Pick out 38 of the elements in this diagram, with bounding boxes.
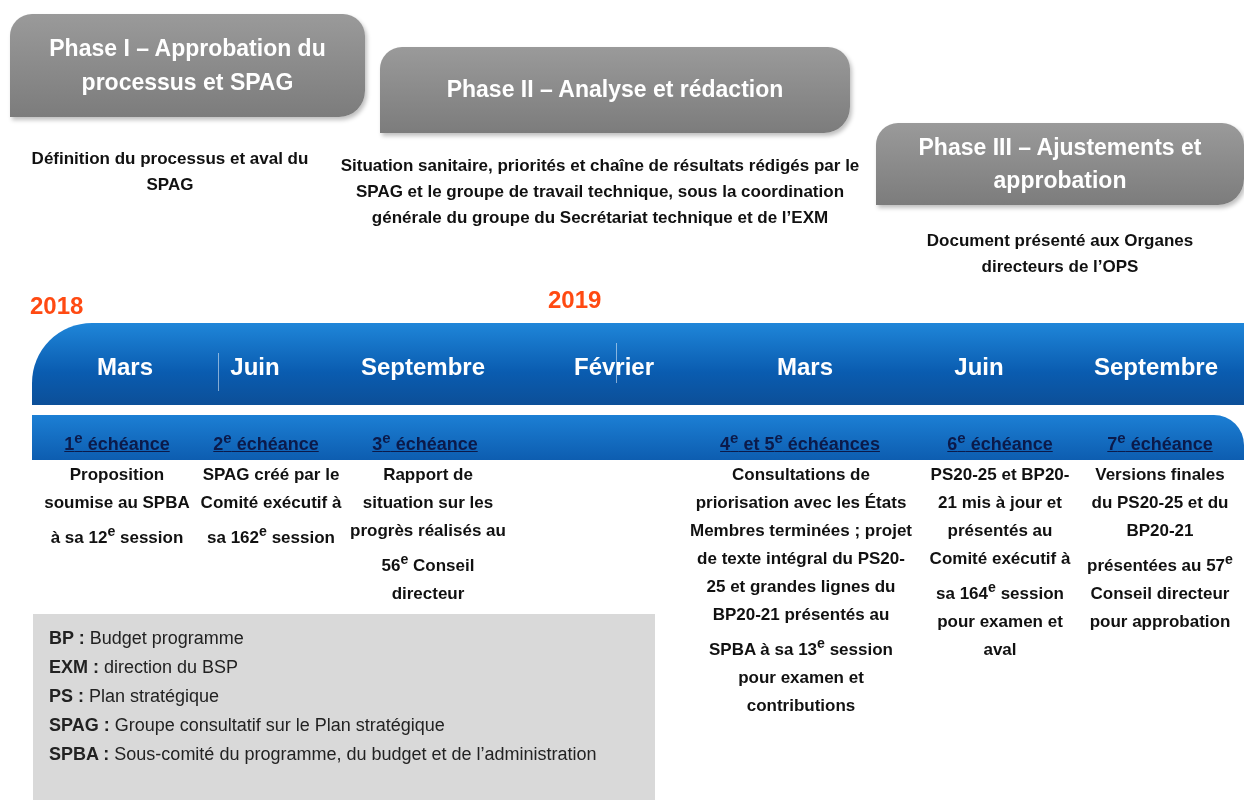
glossary-box xyxy=(33,614,655,800)
deadline-description: Consultations de priorisation avec les États Membres terminées ; projet de texte intégral du PS20-25 et grandes lignes du BP20-21 présentés au SPBA à sa 13$^{e}$ session pour examen et contributions xyxy=(689,464,913,717)
deadline-heading: 1$^{e}$ échéance xyxy=(64,429,170,455)
deadline-heading: 4$^{e}$ et 5$^{e}$ échéances xyxy=(720,429,880,455)
phase-tab xyxy=(876,123,1244,205)
month-label: Septembre xyxy=(1094,353,1218,381)
deadline-heading: 7$^{e}$ échéance xyxy=(1107,429,1213,455)
timeline-band xyxy=(32,323,1244,405)
month-label: Mars xyxy=(97,353,153,381)
deadline-description: Versions finales du PS20-25 et du BP20-21 présentées au 57$^{e}$ Conseil directeur pour approbation xyxy=(1086,464,1234,633)
deadline-description: Rapport de situation sur les progrès réalisés au 56$^{e}$ Conseil directeur xyxy=(349,464,507,605)
phase-title: Phase II – Analyse et rédaction xyxy=(446,75,784,105)
year-label: 2019 xyxy=(548,286,602,314)
month-label: Mars xyxy=(777,353,833,381)
deadline-heading: 6$^{e}$ échéance xyxy=(947,429,1053,455)
glossary-entry: SPAG : Groupe consultatif sur le Plan stratégique xyxy=(49,714,446,737)
deadline-description: Proposition soumise au SPBA à sa 12$^{e}$ session xyxy=(43,464,191,549)
phase-description: Situation sanitaire, priorités et chaîne de résultats rédigés par le SPAG et le groupe de travail technique, sous la coordination générale du groupe du Secrétariat technique et de l’EXM xyxy=(340,155,860,229)
phase-description: Document présenté aux Organes directeurs de l’OPS xyxy=(925,230,1195,278)
phase-title: Phase I – Approbation du processus et SPAG xyxy=(48,34,327,97)
glossary-entry: PS : Plan stratégique xyxy=(49,685,221,708)
month-label: Juin xyxy=(230,353,280,381)
glossary-entry: BP : Budget programme xyxy=(49,627,245,650)
year-label: 2018 xyxy=(30,292,84,320)
month-label: Juin xyxy=(954,353,1004,381)
deadline-bar xyxy=(32,415,1244,460)
phase-description: Définition du processus et aval du SPAG xyxy=(30,148,310,196)
month-label: Septembre xyxy=(361,353,485,381)
deadline-heading: 3$^{e}$ échéance xyxy=(372,429,478,455)
month-label: Février xyxy=(573,353,655,381)
deadline-description: PS20-25 et BP20-21 mis à jour et présentés au Comité exécutif à sa 164$^{e}$ session pour examen et aval xyxy=(928,464,1072,661)
glossary-entry: SPBA : Sous-comité du programme, du budget et de l’administration xyxy=(49,743,598,766)
phase-title: Phase III – Ajustements et approbation xyxy=(917,132,1203,195)
deadline-heading: 2$^{e}$ échéance xyxy=(213,429,319,455)
phase-tab xyxy=(10,14,365,117)
glossary-entry: EXM : direction du BSP xyxy=(49,656,240,679)
deadline-description: SPAG créé par le Comité exécutif à sa 162$^{e}$ session xyxy=(199,464,343,549)
phase-tab xyxy=(380,47,850,133)
